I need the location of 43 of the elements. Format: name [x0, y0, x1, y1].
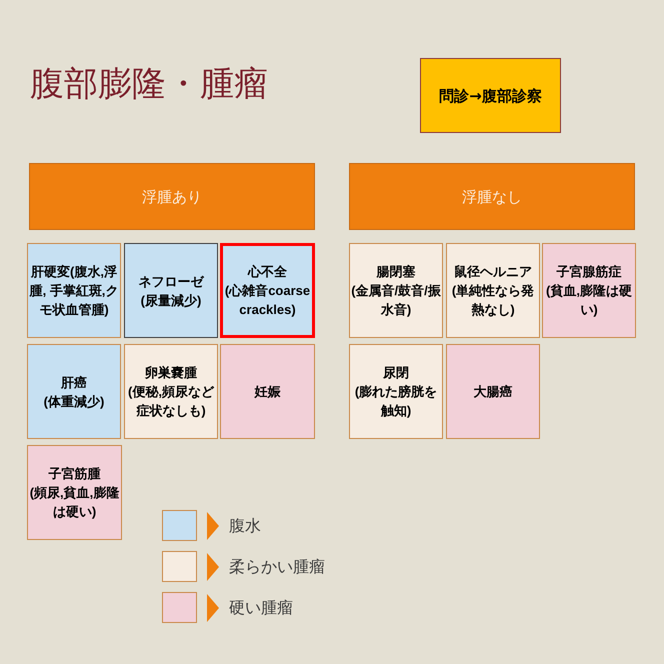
clinical-note: (膨れた膀胱を触知)	[354, 383, 438, 420]
clinical-note: (貧血,膨隆は硬い)	[545, 282, 633, 319]
legend-label: 硬い腫瘤	[229, 596, 293, 618]
clinical-note: (心雑音coarse crackles)	[224, 282, 312, 319]
disease-name: 卵巣嚢腫	[145, 364, 197, 382]
clinical-note: (便秘,頻尿など症状なしも)	[127, 383, 215, 420]
disease-name: 大腸癌	[474, 383, 512, 401]
diagnosis-card	[542, 243, 636, 338]
diagnosis-card	[124, 344, 218, 439]
diagnosis-card	[349, 344, 443, 439]
legend-label: 腹水	[229, 514, 261, 536]
diagnosis-card	[220, 243, 315, 338]
diagnosis-card	[349, 243, 443, 338]
clinical-note: (尿量減少)	[140, 292, 202, 310]
clinical-note: (単純性なら発熱なし)	[450, 282, 536, 319]
diagnosis-card	[27, 243, 121, 338]
category-band	[29, 163, 315, 230]
diagnosis-card	[446, 344, 540, 439]
procedure-label: 問診→腹部診察	[439, 86, 542, 106]
disease-name: 鼠径ヘルニア	[454, 263, 532, 281]
disease-name: 子宮筋腫	[48, 465, 100, 483]
diagnosis-card	[124, 243, 218, 338]
clinical-note: (体重減少)	[44, 392, 104, 410]
category-band	[349, 163, 635, 230]
diagnosis-card	[27, 445, 122, 540]
page-title: 腹部膨隆・腫瘤	[30, 63, 268, 106]
disease-name: ネフローゼ	[138, 272, 204, 290]
disease-name: 肝硬変(腹水,浮腫, 手掌紅斑,クモ状血管腫)	[28, 263, 120, 319]
diagnosis-card	[446, 243, 540, 338]
legend-label: 柔らかい腫瘤	[229, 556, 325, 578]
disease-name: 子宮腺筋症	[556, 263, 622, 281]
clinical-note: (金属音/鼓音/振水音)	[350, 282, 442, 319]
disease-name: 腸閉塞	[376, 263, 416, 281]
category-label: 浮腫あり	[142, 186, 202, 208]
category-label: 浮腫なし	[462, 186, 522, 208]
diagnosis-card	[27, 344, 121, 439]
clinical-note: (頻尿,貧血,膨隆は硬い)	[28, 484, 120, 521]
procedure-card	[420, 58, 561, 133]
disease-name: 心不全	[248, 263, 287, 281]
disease-name: 肝癌	[61, 374, 87, 392]
disease-name: 妊娠	[254, 383, 280, 401]
diagnosis-card	[220, 344, 315, 439]
disease-name: 尿閉	[383, 364, 409, 382]
